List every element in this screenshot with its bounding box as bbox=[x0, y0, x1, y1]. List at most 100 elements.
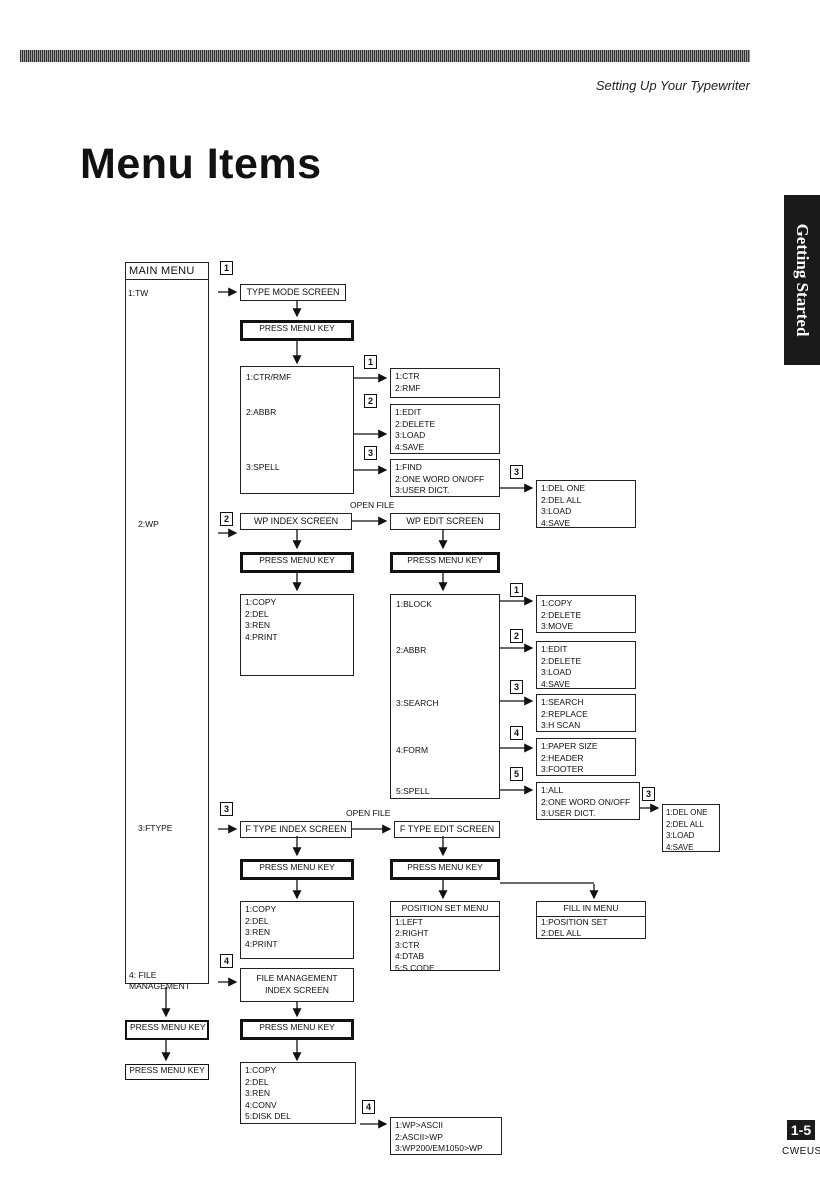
wp-abbr-edit[interactable]: 1:EDIT bbox=[541, 644, 568, 654]
wp-form-paper[interactable]: 1:PAPER SIZE bbox=[541, 741, 598, 751]
fm-left-press-menu-key-2[interactable]: PRESS MENU KEY bbox=[125, 1064, 209, 1080]
position-scode[interactable]: 5:S CODE bbox=[395, 962, 435, 973]
num-badge-3: 3 bbox=[220, 802, 233, 816]
wp-abbr-save[interactable]: 4:SAVE bbox=[541, 678, 571, 689]
fm-press-menu-key[interactable]: PRESS MENU KEY bbox=[240, 1019, 354, 1040]
wp-sub-num-dict: 3 bbox=[642, 787, 655, 801]
position-ctr[interactable]: 3:CTR bbox=[395, 939, 420, 950]
wp-index-ren[interactable]: 3:REN bbox=[245, 620, 271, 630]
main-item-ftype[interactable]: 3:FTYPE bbox=[138, 823, 173, 833]
main-item-file-management[interactable]: 4: FILE MANAGEMENT bbox=[129, 970, 190, 991]
tw-press-menu-key[interactable]: PRESS MENU KEY bbox=[240, 320, 354, 341]
ftype-edit-screen-box[interactable]: F TYPE EDIT SCREEN bbox=[394, 821, 500, 838]
wp-dict-save[interactable]: 4:SAVE bbox=[666, 842, 694, 852]
wp-dict-delall[interactable]: 2:DEL ALL bbox=[666, 819, 704, 829]
wp-search-replace[interactable]: 2:REPLACE bbox=[541, 708, 588, 719]
wp-sub-num-4: 4 bbox=[510, 726, 523, 740]
tw-sub-num-3: 3 bbox=[364, 446, 377, 460]
file-management-screen-box[interactable]: FILE MANAGEMENT INDEX SCREEN bbox=[240, 968, 354, 1002]
position-dtab[interactable]: 4:DTAB bbox=[395, 951, 425, 961]
fill-del-all[interactable]: 2:DEL ALL bbox=[541, 928, 582, 938]
fm-ren[interactable]: 3:REN bbox=[245, 1088, 271, 1098]
ftype-index-screen-box[interactable]: F TYPE INDEX SCREEN bbox=[240, 821, 352, 838]
tw-spell-oneword[interactable]: 2:ONE WORD ON/OFF bbox=[395, 473, 485, 484]
conv-ascii-wp[interactable]: 2:ASCII>WP bbox=[395, 1131, 443, 1142]
wp-edit-search[interactable]: 3:SEARCH bbox=[396, 698, 439, 708]
type-mode-screen-box[interactable]: TYPE MODE SCREEN bbox=[240, 284, 346, 301]
wp-spell-all[interactable]: 1:ALL bbox=[541, 785, 564, 795]
main-item-wp[interactable]: 2:WP bbox=[138, 519, 159, 529]
ftype-index-del[interactable]: 2:DEL bbox=[245, 915, 269, 926]
wp-sub-num-5: 5 bbox=[510, 767, 523, 781]
ftype-index-copy[interactable]: 1:COPY bbox=[245, 904, 277, 914]
ftype-edit-press-menu-key[interactable]: PRESS MENU KEY bbox=[390, 859, 500, 880]
conv-wp200-wp[interactable]: 3:WP200/EM1050>WP bbox=[395, 1143, 483, 1153]
wp-edit-abbr[interactable]: 2:ABBR bbox=[396, 645, 427, 655]
position-right[interactable]: 2:RIGHT bbox=[395, 928, 429, 938]
wp-edit-menu-box bbox=[390, 594, 500, 799]
tw-sub-num-dict: 3 bbox=[510, 465, 523, 479]
fm-left-press-menu-key[interactable]: PRESS MENU KEY bbox=[125, 1020, 209, 1040]
wp-index-screen-box[interactable]: WP INDEX SCREEN bbox=[240, 513, 352, 530]
wp-abbr-delete[interactable]: 2:DELETE bbox=[541, 655, 582, 666]
wp-sub-num-3: 3 bbox=[510, 680, 523, 694]
tw-dict-load[interactable]: 3:LOAD bbox=[541, 506, 572, 516]
wp-index-del[interactable]: 2:DEL bbox=[245, 608, 269, 619]
wp-dict-delone[interactable]: 1:DEL ONE bbox=[666, 808, 708, 817]
tw-menu-abbr[interactable]: 2:ABBR bbox=[246, 407, 277, 417]
tw-menu-ctr-rmf[interactable]: 1:CTR/RMF bbox=[246, 372, 292, 382]
wp-index-press-menu-key[interactable]: PRESS MENU KEY bbox=[240, 552, 354, 573]
tw-dict-save[interactable]: 4:SAVE bbox=[541, 517, 571, 528]
tw-abbr-load[interactable]: 3:LOAD bbox=[395, 430, 426, 440]
wp-edit-press-menu-key[interactable]: PRESS MENU KEY bbox=[390, 552, 500, 573]
main-item-tw[interactable]: 1:TW bbox=[128, 288, 149, 298]
wp-edit-spell[interactable]: 5:SPELL bbox=[396, 786, 430, 796]
tw-rmf-item[interactable]: 2:RMF bbox=[395, 382, 421, 393]
wp-index-print[interactable]: 4:PRINT bbox=[245, 631, 278, 642]
tw-dict-delall[interactable]: 2:DEL ALL bbox=[541, 494, 582, 505]
wp-edit-block[interactable]: 1:BLOCK bbox=[396, 599, 432, 609]
tw-menu-spell[interactable]: 3:SPELL bbox=[246, 462, 280, 472]
wp-index-copy[interactable]: 1:COPY bbox=[245, 597, 277, 607]
fm-disk-del[interactable]: 5:DISK DEL bbox=[245, 1111, 291, 1121]
wp-search-search[interactable]: 1:SEARCH bbox=[541, 697, 584, 707]
wp-dict-load[interactable]: 3:LOAD bbox=[666, 831, 695, 840]
tw-spell-userdict[interactable]: 3:USER DICT. bbox=[395, 485, 450, 495]
ftype-index-ren[interactable]: 3:REN bbox=[245, 927, 271, 937]
tw-abbr-delete[interactable]: 2:DELETE bbox=[395, 418, 436, 429]
position-left[interactable]: 1:LEFT bbox=[395, 916, 423, 927]
ftype-open-file-label: OPEN FILE bbox=[346, 808, 391, 818]
wp-spell-userdict[interactable]: 3:USER DICT. bbox=[541, 808, 596, 818]
fill-position-set[interactable]: 1:POSITION SET bbox=[541, 916, 608, 927]
wp-edit-screen-box[interactable]: WP EDIT SCREEN bbox=[390, 513, 500, 530]
wp-spell-oneword[interactable]: 2:ONE WORD ON/OFF bbox=[541, 796, 631, 807]
wp-block-copy[interactable]: 1:COPY bbox=[541, 598, 573, 608]
tw-abbr-edit[interactable]: 1:EDIT bbox=[395, 407, 422, 417]
tw-ctr-item[interactable]: 1:CTR bbox=[395, 371, 420, 381]
conv-wp-ascii[interactable]: 1:WP>ASCII bbox=[395, 1120, 443, 1130]
wp-abbr-load[interactable]: 3:LOAD bbox=[541, 667, 572, 677]
ftype-index-print[interactable]: 4:PRINT bbox=[245, 938, 278, 949]
fm-copy[interactable]: 1:COPY bbox=[245, 1065, 277, 1075]
wp-form-header[interactable]: 2:HEADER bbox=[541, 752, 584, 763]
wp-search-hscan[interactable]: 3:H SCAN bbox=[541, 720, 581, 730]
wp-block-delete[interactable]: 2:DELETE bbox=[541, 609, 582, 620]
wp-edit-form[interactable]: 4:FORM bbox=[396, 745, 429, 755]
fm-del[interactable]: 2:DEL bbox=[245, 1076, 269, 1087]
side-tab: Getting Started bbox=[784, 195, 820, 365]
fm-sub-num-4: 4 bbox=[362, 1100, 375, 1114]
wp-form-footer[interactable]: 3:FOOTER bbox=[541, 764, 584, 774]
ftype-index-press-menu-key[interactable]: PRESS MENU KEY bbox=[240, 859, 354, 880]
wp-block-move[interactable]: 3:MOVE bbox=[541, 621, 574, 631]
tw-abbr-save[interactable]: 4:SAVE bbox=[395, 441, 425, 452]
tw-dict-delone[interactable]: 1:DEL ONE bbox=[541, 483, 586, 493]
tw-spell-find[interactable]: 1:FIND bbox=[395, 462, 422, 472]
fm-conv[interactable]: 4:CONV bbox=[245, 1099, 277, 1110]
